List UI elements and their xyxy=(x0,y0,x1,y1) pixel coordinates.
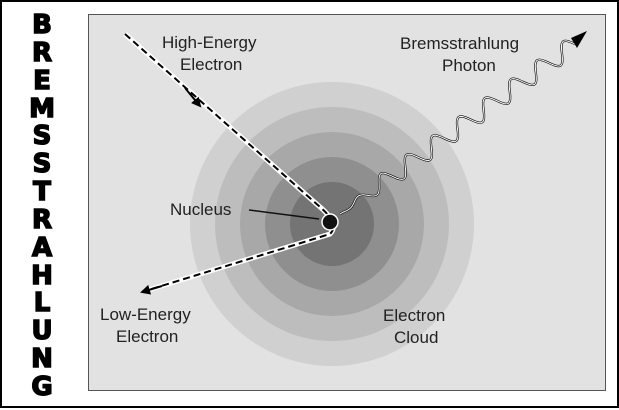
photon-arrowhead-icon xyxy=(571,31,587,48)
side-title-letter: B xyxy=(31,10,52,40)
label-nucleus: Nucleus xyxy=(170,200,231,219)
side-title-letter: G xyxy=(31,371,54,402)
side-title-letter: S xyxy=(32,121,52,152)
label-photon-line1: Bremsstrahlung xyxy=(400,34,519,53)
side-title-letter: S xyxy=(32,149,52,180)
side-title-letter: H xyxy=(30,260,53,291)
incoming-arrow-icon xyxy=(184,87,202,108)
outgoing-arrow-icon xyxy=(140,284,163,295)
label-high-energy-line1: High-Energy xyxy=(162,33,257,52)
label-cloud-line1: Electron xyxy=(383,306,445,325)
side-title-letter: U xyxy=(31,316,54,347)
side-title-letter: N xyxy=(30,344,53,375)
label-photon-line2: Photon xyxy=(442,56,496,75)
label-low-energy-line1: Low-Energy xyxy=(100,305,191,324)
side-title-letter: T xyxy=(32,177,51,208)
side-title-letter: M xyxy=(28,93,55,124)
nucleus xyxy=(321,213,339,231)
side-title-letter: E xyxy=(32,65,51,96)
side-title-letter: A xyxy=(31,232,53,263)
label-high-energy-line2: Electron xyxy=(180,55,242,74)
side-title-letter: R xyxy=(31,204,53,235)
side-title-letter: R xyxy=(31,37,53,68)
label-cloud-line2: Cloud xyxy=(394,328,438,347)
nucleus-leader-line xyxy=(248,209,320,220)
label-low-energy-line2: Electron xyxy=(116,327,178,346)
bremsstrahlung-photon-halo xyxy=(339,40,576,215)
side-title-letter: L xyxy=(33,288,51,319)
